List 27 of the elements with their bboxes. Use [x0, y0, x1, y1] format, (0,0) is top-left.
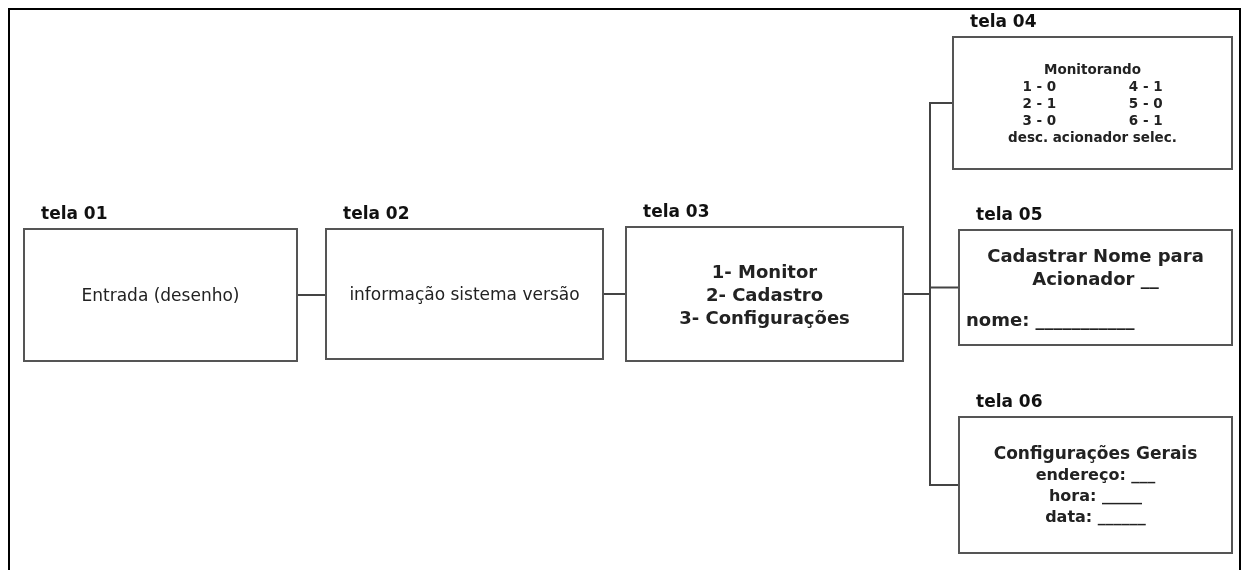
status-value: 6 - 1 [1127, 111, 1164, 129]
connector-line [603, 293, 626, 295]
status-value: 3 - 0 [1021, 111, 1058, 129]
screen-text: Cadastrar Nome para Acionador __ [986, 244, 1205, 290]
screen-title: tela 02 [343, 203, 410, 223]
screen-text: hora: _____ [1048, 485, 1142, 506]
screen-text: Configurações Gerais [993, 443, 1198, 464]
screen-title: tela 05 [976, 204, 1043, 224]
screen-text: endereço: ___ [1035, 464, 1156, 485]
status-value: 4 - 1 [1127, 77, 1164, 95]
screen-text: Entrada (desenho) [81, 284, 240, 306]
screen-text: nome: ___________ [966, 308, 1135, 331]
status-value: 1 - 0 [1021, 77, 1058, 95]
screen-heading: Monitorando [1043, 60, 1142, 78]
screen-text: 2- Cadastro [705, 282, 824, 306]
screen-title: tela 04 [970, 11, 1037, 31]
screen-text: informação sistema versão [349, 283, 580, 305]
status-value: 2 - 1 [1021, 94, 1058, 112]
status-value: 5 - 0 [1127, 94, 1164, 112]
screen-text: data: ______ [1045, 506, 1146, 527]
connector-line [297, 294, 326, 296]
screen-title: tela 03 [643, 201, 710, 221]
screen-title: tela 01 [41, 203, 108, 223]
screen-title: tela 06 [976, 391, 1043, 411]
screen-text: desc. acionador selec. [1008, 128, 1177, 146]
screen-text: 1- Monitor [711, 259, 818, 283]
screen-text: 3- Configurações [679, 305, 850, 329]
